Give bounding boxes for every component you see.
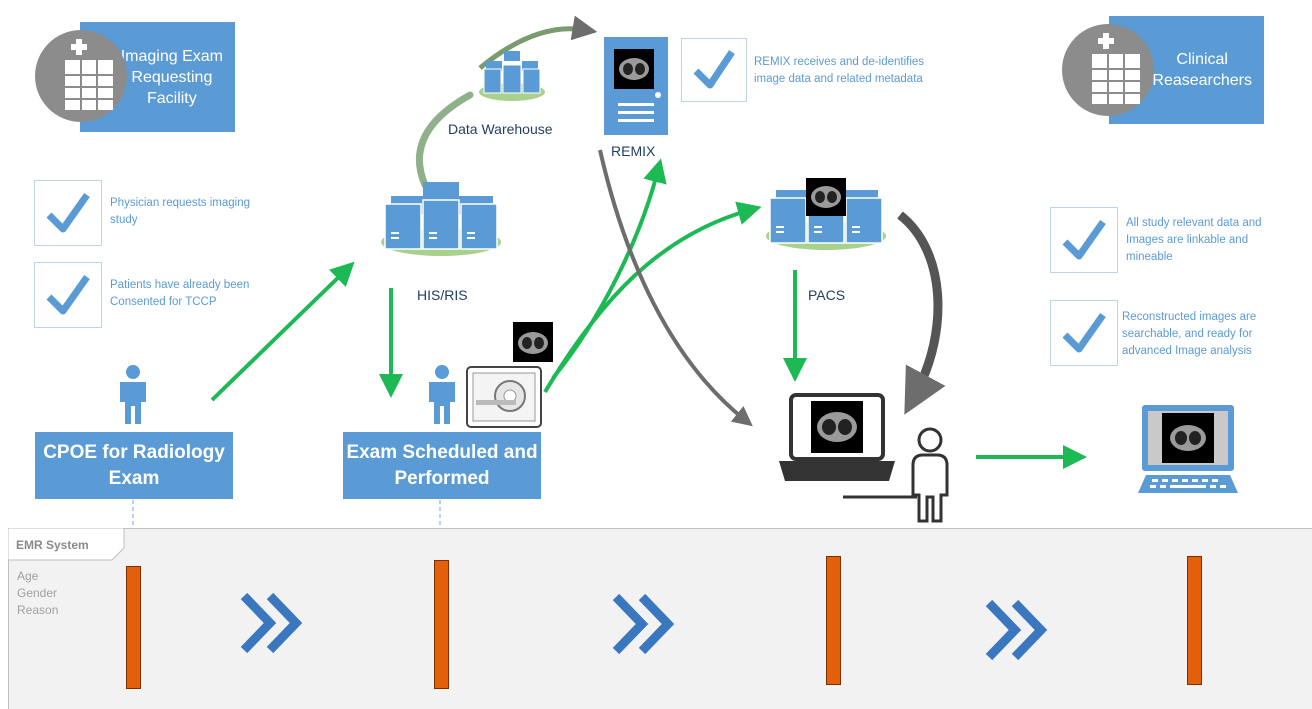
arrow-warehouse-to-remix	[478, 15, 598, 70]
ct-image-thumbnail	[513, 322, 553, 362]
emr-timeline-bar	[826, 556, 841, 685]
server-cluster-icon	[381, 182, 501, 256]
checkbox-icon	[1050, 300, 1118, 366]
chevron-forward-icon	[240, 592, 303, 654]
pacs-label: PACS	[808, 287, 846, 303]
images-searchable-text: Reconstructed images are searchable, and…	[1122, 311, 1257, 357]
arrow-cpoe-to-his	[210, 261, 355, 402]
spreadsheet-icon	[1062, 24, 1154, 116]
person-icon	[911, 427, 949, 523]
chevron-forward-icon	[985, 599, 1048, 661]
person-icon	[429, 365, 455, 424]
his-ris-label: HIS/RIS	[417, 287, 468, 303]
physician-requests-text: Physician requests imaging study	[110, 197, 250, 226]
emr-field-age: Age	[17, 569, 39, 583]
data-warehouse-label: Data Warehouse	[448, 121, 553, 137]
arrow-scanner-to-pacs	[543, 201, 762, 394]
server-tower-icon	[604, 37, 668, 135]
checkbox-icon	[681, 38, 747, 102]
person-icon	[120, 365, 146, 424]
requesting-facility-badge: Imaging Exam Requesting Facility	[35, 22, 235, 132]
emr-timeline-bar	[434, 560, 449, 689]
checkbox-icon	[34, 180, 102, 246]
checkbox-icon	[1050, 207, 1118, 273]
server-cluster-icon	[479, 51, 545, 101]
server-cluster-icon	[766, 178, 886, 250]
patients-consented-text: Patients have already been Consented for…	[110, 279, 250, 308]
monitor-icon	[1138, 405, 1238, 493]
chevron-forward-icon	[612, 593, 675, 655]
emr-tab-label: EMR System	[16, 538, 89, 552]
clinical-researchers-badge: Clinical Reasearchers	[1062, 16, 1272, 126]
emr-field-reason: Reason	[17, 603, 59, 617]
ct-scanner-icon	[466, 366, 542, 428]
checkbox-icon	[34, 262, 102, 328]
emr-tab-shape	[8, 528, 125, 561]
arrow-remix-to-laptop	[598, 149, 753, 427]
emr-timeline-bar	[126, 566, 141, 689]
remix-label: REMIX	[611, 143, 656, 159]
emr-timeline-bar	[1187, 556, 1202, 685]
emr-field-gender: Gender	[17, 586, 58, 600]
cpoe-step-box: CPOE for Radiology Exam	[35, 432, 233, 499]
arrow-pacs-curve-to-laptop	[897, 211, 946, 415]
exam-scheduled-step-box: Exam Scheduled and Performed	[343, 432, 541, 499]
study-data-linkable-text: All study relevant data and Images are l…	[1126, 217, 1262, 263]
arrow-scanner-to-remix	[551, 158, 667, 380]
remix-receives-text: REMIX receives and de-identifies image d…	[754, 56, 925, 85]
laptop-icon	[779, 393, 917, 499]
spreadsheet-icon	[35, 30, 127, 122]
arrow-his-to-warehouse	[415, 91, 474, 189]
